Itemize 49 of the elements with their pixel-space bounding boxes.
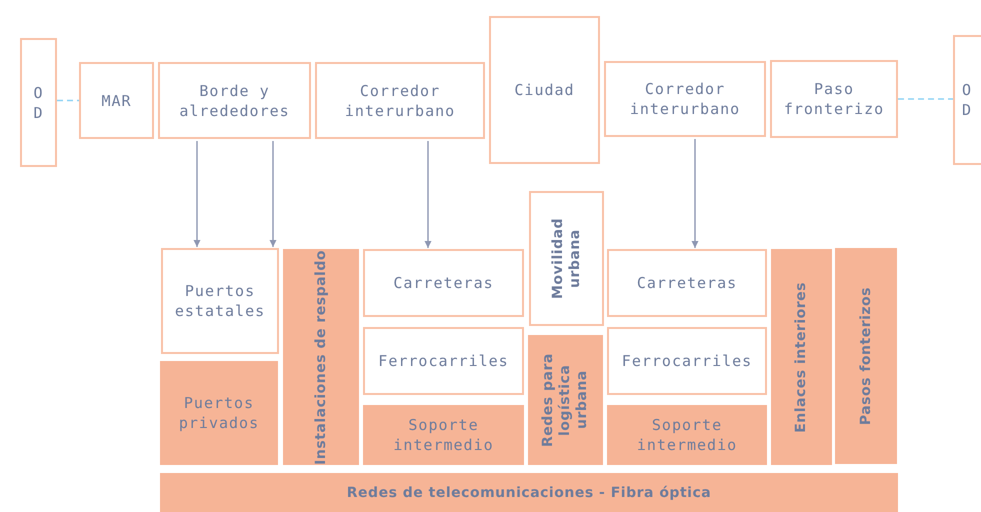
infrastructure-bar [771,249,832,465]
infrastructure-box [160,361,278,465]
arrow [424,141,432,248]
box-label: Paso fronterizo [782,79,886,119]
box-label: Puertos privados [178,393,260,433]
infrastructure-bar [528,335,603,465]
stage-box [489,16,600,164]
box-label: Corredor interurbano [344,80,456,120]
box-label: Carreteras [636,273,738,293]
network-band [160,473,898,512]
vertical-label: Movilidad urbana [550,216,584,302]
infrastructure-box [363,249,524,317]
vertical-label: Pasos fonterizos [858,286,874,426]
stage-box [604,61,766,137]
box-label: Ferrocarriles [378,351,509,371]
infrastructure-box [529,191,604,326]
infrastructure-bar [283,249,359,465]
endpoint-box [20,38,57,167]
infrastructure-bar [835,248,897,464]
stage-box [770,60,898,138]
infrastructure-box [363,405,524,465]
infrastructure-box [363,327,524,395]
box-label: O D [961,80,973,120]
box-label: O D [32,82,44,122]
stage-box [315,62,485,139]
box-label: Borde y alrededores [178,80,291,120]
box-label: Corredor interurbano [628,79,742,119]
arrow [270,141,276,247]
box-label: Soporte intermedio [392,415,495,455]
box-label: Ciudad [514,80,575,100]
stage-box [158,62,311,139]
box-label: Soporte intermedio [636,415,738,455]
infrastructure-box [607,249,767,317]
box-label: Puertos estatales [174,281,266,321]
box-label: Redes de telecomunicaciones - Fibra óptica [346,484,712,502]
infrastructure-box [161,248,279,354]
dashed-connector [57,100,79,102]
box-label: Ferrocarriles [622,351,752,371]
box-label: Carreteras [393,273,494,293]
vertical-label: Instalaciones de respaldo [312,250,330,464]
dashed-connector [898,98,953,100]
box-label: MAR [101,90,132,110]
infrastructure-box [607,327,767,395]
arrow [194,141,200,247]
arrow [692,139,698,248]
vertical-label: Redes para logística urbana [540,352,591,449]
stage-box [79,62,154,139]
vertical-label: Enlaces interiores [793,282,810,432]
infrastructure-box [607,405,767,465]
